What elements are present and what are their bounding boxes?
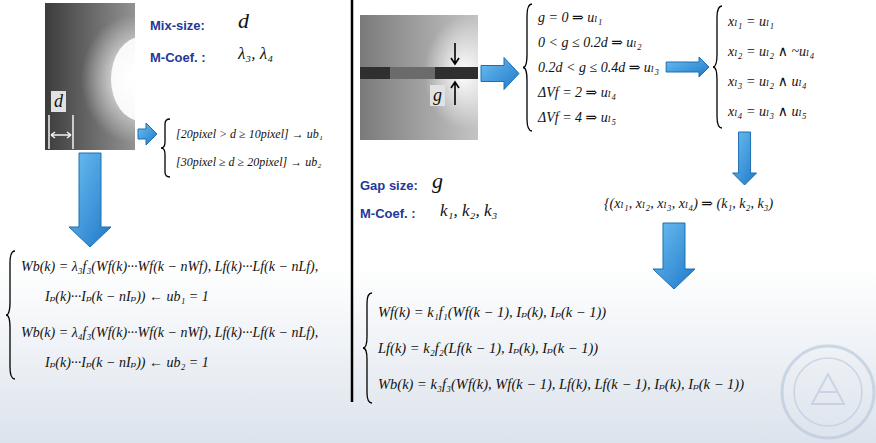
block-arrow xyxy=(666,57,709,77)
condition-bracket: [20pixel > d ≥ 10pixel] → ub₁[30pixel ≥ … xyxy=(160,118,327,178)
gap-segment xyxy=(390,67,435,79)
curly-brace xyxy=(160,118,172,178)
math-expression: [20pixel > d ≥ 10pixel] → ub₁ xyxy=(176,120,323,148)
math-expression: Wb(k) = λ₄f₃(Wf(k)···Wf(k − nWf), Lf(k)·… xyxy=(21,318,341,378)
brace-path xyxy=(363,293,372,403)
math-expression: [30pixel ≥ d ≥ 20pixel] → ub₂ xyxy=(176,148,323,176)
label-holder: λ₃, λ₄ xyxy=(238,44,273,64)
symbol-label: g xyxy=(432,168,443,194)
brace-path xyxy=(523,4,532,131)
symbol-label: k₁, k₂, k₃ xyxy=(440,201,497,221)
brace-path xyxy=(713,6,722,128)
university-seal xyxy=(782,346,874,438)
field-label: M-Coef. : xyxy=(150,50,206,65)
brace-path xyxy=(6,251,15,379)
block-arrow xyxy=(653,223,695,289)
molten-pool xyxy=(111,37,135,121)
image-label: g xyxy=(430,85,445,106)
divider-line xyxy=(351,0,354,402)
seal-emblem xyxy=(812,374,844,404)
gap-arrow xyxy=(451,43,459,105)
equation-bracket: Wb(k) = λ₃f₃(Wf(k)···Wf(k − nWf), Lf(k)·… xyxy=(5,250,345,380)
math-expression: 0 < g ≤ 0.2d ⇒ uₗ₂ xyxy=(538,30,659,55)
math-expression: xₗ₂ = uₗ₂ ∧ ~uₗ₄ xyxy=(728,37,814,67)
label-holder: Gap size: xyxy=(360,178,418,193)
mapping-expression: {(xₗ₁, xₗ₂, xₗ₃, xₗ₄) ⇒ (k₁, k₂, k₃) xyxy=(600,188,777,220)
brace-path xyxy=(161,119,170,177)
logic-bracket: xₗ₁ = uₗ₁xₗ₂ = uₗ₂ ∧ ~uₗ₄xₗ₃ = uₗ₂ ∧ uₗ₄… xyxy=(712,5,818,129)
math-expression: xₗ₁ = uₗ₁ xyxy=(728,7,814,37)
curly-brace xyxy=(712,5,724,129)
equation-bracket: Wf(k) = k₁f₁(Wf(k − 1), Iₚ(k), Iₚ(k − 1)… xyxy=(362,292,748,404)
math-expression: g = 0 ⇒ uₗ₁ xyxy=(538,5,659,30)
seal-ring xyxy=(782,346,874,438)
label-holder: k₁, k₂, k₃ xyxy=(440,201,497,221)
math-expression: xₗ₄ = uₗ₃ ∧ uₗ₅ xyxy=(728,97,814,127)
symbol-label: λ₃, λ₄ xyxy=(238,44,273,64)
photo-panel: g xyxy=(360,15,478,140)
field-label: Mix-size: xyxy=(150,18,205,33)
math-expression: {(xₗ₁, xₗ₂, xₗ₃, xₗ₄) ⇒ (k₁, k₂, k₃) xyxy=(604,190,773,218)
curly-brace xyxy=(5,250,17,380)
glow xyxy=(81,15,135,143)
wire-rod xyxy=(360,67,478,79)
label-holder: d xyxy=(238,8,249,34)
block-arrow xyxy=(481,58,519,90)
image-label: d xyxy=(51,91,66,112)
condition-bracket: g = 0 ⇒ uₗ₁0 < g ≤ 0.2d ⇒ uₗ₂0.2d < g ≤ … xyxy=(522,3,663,132)
label-holder: M-Coef. : xyxy=(150,50,206,65)
photo-illustration xyxy=(360,15,478,140)
math-expression: 0.2d < g ≤ 0.4d ⇒ uₗ₃ xyxy=(538,55,659,80)
block-arrow xyxy=(69,153,111,247)
curly-brace xyxy=(522,3,534,132)
dimension-mark xyxy=(49,115,73,149)
math-expression: Wf(k) = k₁f₁(Wf(k − 1), Iₚ(k), Iₚ(k − 1)… xyxy=(378,294,744,330)
photo-panel: d xyxy=(45,3,135,150)
photo-illustration xyxy=(45,3,135,150)
field-label: Gap size: xyxy=(360,178,418,193)
math-expression: Wb(k) = λ₃f₃(Wf(k)···Wf(k − nWf), Lf(k)·… xyxy=(21,252,341,312)
math-expression: Lf(k) = k₂f₂(Lf(k − 1), Iₚ(k), Iₚ(k − 1)… xyxy=(378,330,744,366)
curly-brace xyxy=(362,292,374,404)
math-expression: Wb(k) = k₃f₃(Wf(k), Wf(k − 1), Lf(k), Lf… xyxy=(378,366,744,402)
label-holder: g xyxy=(432,168,443,194)
label-holder: Mix-size: xyxy=(150,18,205,33)
field-label: M-Coef. : xyxy=(360,206,416,221)
math-expression: ΔVf = 2 ⇒ uₗ₄ xyxy=(538,80,659,105)
symbol-label: d xyxy=(238,8,249,34)
label-holder: M-Coef. : xyxy=(360,206,416,221)
math-expression: xₗ₃ = uₗ₂ ∧ uₗ₄ xyxy=(728,67,814,97)
block-arrow xyxy=(733,132,757,185)
math-expression: ΔVf = 4 ⇒ uₗ₅ xyxy=(538,105,659,130)
block-arrow xyxy=(138,123,157,145)
seal-ring xyxy=(794,358,862,426)
